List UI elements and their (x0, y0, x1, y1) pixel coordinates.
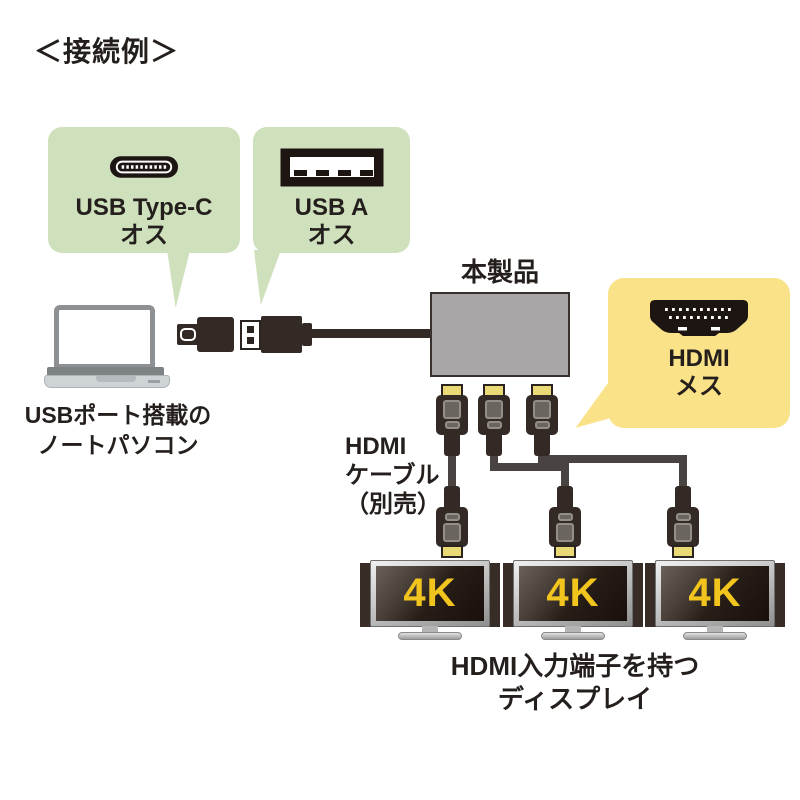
usb-a-icon (280, 147, 384, 187)
display-screen: 4K (661, 566, 769, 621)
usb-a-connector-shell (240, 320, 261, 350)
display-frame: 4K (655, 560, 775, 627)
display-stand-neck (422, 626, 438, 633)
resolution-badge: 4K (688, 571, 742, 615)
usb-type-c-gender: オス (120, 222, 168, 249)
display-side-panel (503, 563, 514, 627)
display-frame: 4K (370, 560, 490, 627)
callout-tail-usb-type-c (162, 250, 198, 308)
usb-type-c-connector-hole (180, 328, 196, 341)
hdmi-plug-male (436, 486, 468, 558)
resolution-badge: 4K (403, 571, 457, 615)
hdmi-cable-label-line2: ケーブル (345, 462, 440, 489)
displays-label-line2: ディスプレイ (497, 684, 653, 714)
hdmi-cable-boot (486, 434, 502, 456)
usb-a-label: USB A (294, 194, 369, 221)
hdmi-cable-boot (444, 486, 460, 508)
laptop-label-line2: ノートパソコン (37, 432, 199, 458)
usb-type-c-connector-tip (177, 324, 199, 345)
hdmi-gender: メス (675, 373, 723, 400)
display-monitor-2: 4K (503, 560, 643, 644)
callout-usb-type-c: USB Type-C オス (48, 127, 240, 253)
laptop-notch (96, 376, 136, 382)
hdmi-cable-boot (444, 434, 460, 456)
display-side-panel (774, 563, 785, 627)
hdmi-plug-male (436, 384, 468, 456)
display-screen: 4K (519, 566, 627, 621)
display-stand-neck (565, 626, 581, 633)
display-stand-base (398, 632, 462, 640)
resolution-badge: 4K (546, 571, 600, 615)
display-frame: 4K (513, 560, 633, 627)
hdmi-plug-body (478, 395, 510, 435)
laptop-label: USBポート搭載の ノートパソコン (8, 400, 228, 460)
hdmi-cable-label-line1: HDMI (345, 433, 407, 460)
hdmi-cable-run (538, 455, 687, 463)
callout-hdmi: HDMI メス (608, 278, 790, 428)
hdmi-cable-label: HDMI ケーブル （別売） (345, 432, 441, 519)
hdmi-plug-male (526, 384, 558, 456)
diagram-title: ＜接続例＞ (34, 36, 180, 67)
hdmi-gold-tip (441, 545, 463, 558)
hdmi-plug-body (436, 395, 468, 435)
displays-label-line1: HDMI入力端子を持つ (450, 651, 700, 681)
laptop-label-line1: USBポート搭載の (24, 402, 212, 428)
usb-type-c-label: USB Type-C (75, 194, 213, 221)
hdmi-cable-label-line3: （別売） (345, 491, 441, 518)
laptop-hinge-mark (148, 380, 160, 383)
usb-a-gender: オス (307, 222, 356, 249)
laptop-screen (54, 305, 155, 369)
hdmi-plug-body (667, 507, 699, 547)
display-monitor-3: 4K (645, 560, 785, 644)
display-side-panel (360, 563, 371, 627)
product-adapter-box (430, 292, 570, 377)
usb-a-plug-body (261, 316, 302, 353)
laptop-keyboard-deck (47, 367, 164, 377)
hdmi-label: HDMI (668, 345, 730, 372)
hdmi-cable-boot (675, 486, 691, 508)
display-side-panel (645, 563, 656, 627)
hdmi-plug-body (549, 507, 581, 547)
hdmi-gold-tip (554, 545, 576, 558)
display-stand-base (541, 632, 605, 640)
usb-type-c-icon (109, 147, 179, 187)
hdmi-cable-run (490, 463, 569, 471)
hdmi-cable-run (561, 463, 569, 493)
product-label: 本製品 (460, 257, 539, 287)
hdmi-cable-boot (534, 434, 550, 456)
display-monitor-1: 4K (360, 560, 500, 644)
hdmi-plug-male (478, 384, 510, 456)
hdmi-plug-male (667, 486, 699, 558)
usb-a-pin-hole (247, 337, 254, 344)
display-screen: 4K (376, 566, 484, 621)
usb-type-c-adapter-body (197, 317, 234, 352)
usb-a-cable-boot (302, 323, 312, 346)
hdmi-port-icon (649, 298, 749, 338)
hdmi-plug-body (436, 507, 468, 547)
usb-a-pin-hole (247, 326, 254, 333)
callout-tail-usb-a (250, 250, 286, 305)
hdmi-plug-body (526, 395, 558, 435)
hdmi-cable-run (679, 455, 687, 493)
display-stand-neck (707, 626, 723, 633)
hdmi-cable-run (448, 440, 456, 497)
usb-cable (311, 329, 430, 338)
display-stand-base (683, 632, 747, 640)
display-side-panel (489, 563, 500, 627)
callout-usb-a: USB A オス (253, 127, 410, 253)
displays-label: HDMI入力端子を持つ ディスプレイ (395, 650, 755, 716)
hdmi-cable-boot (557, 486, 573, 508)
display-side-panel (632, 563, 643, 627)
hdmi-gold-tip (672, 545, 694, 558)
hdmi-plug-male (549, 486, 581, 558)
